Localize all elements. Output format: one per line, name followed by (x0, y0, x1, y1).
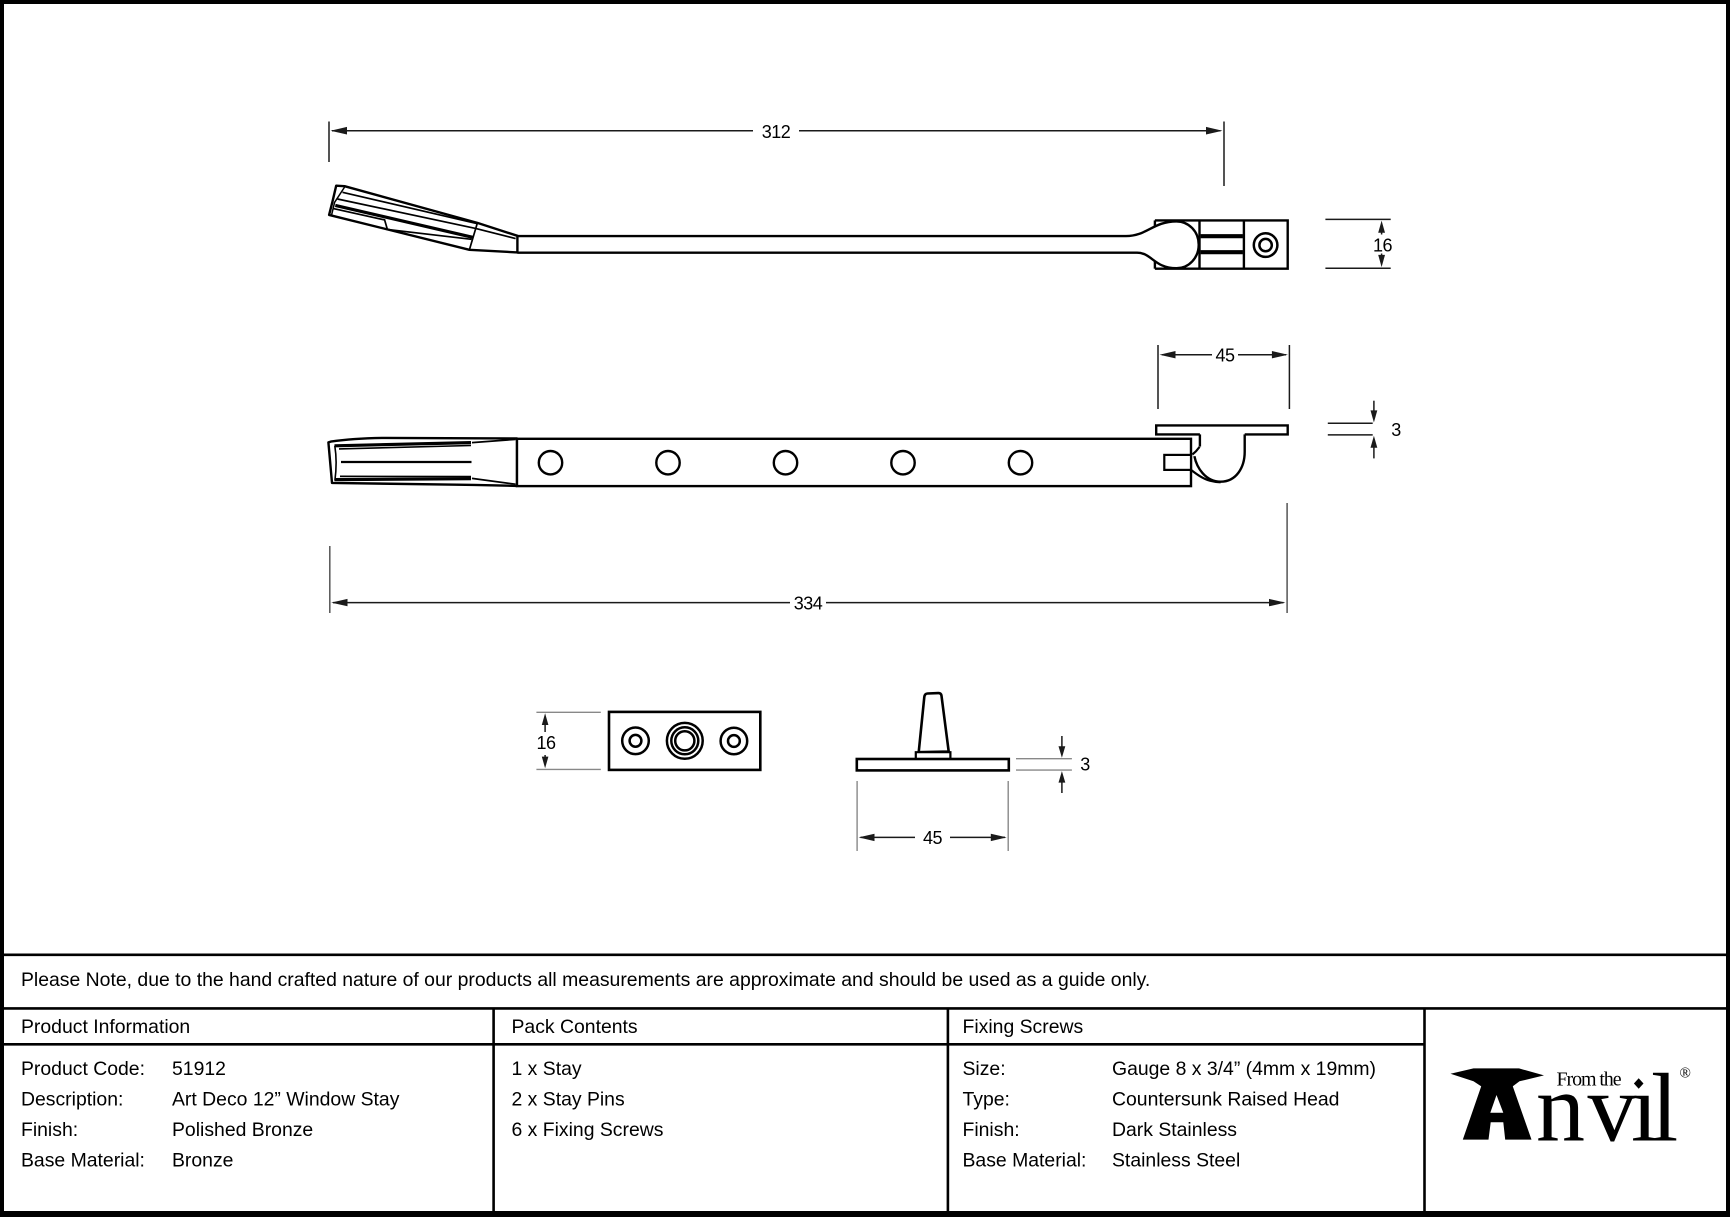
svg-text:Description:: Description: (21, 1088, 123, 1110)
svg-text:Base Material:: Base Material: (21, 1149, 145, 1171)
svg-text:Art Deco 12” Window Stay: Art Deco 12” Window Stay (172, 1088, 400, 1110)
svg-text:312: 312 (762, 122, 791, 142)
svg-text:l: l (1651, 1055, 1678, 1163)
svg-text:n: n (1536, 1055, 1585, 1163)
svg-text:16: 16 (536, 733, 556, 753)
svg-text:45: 45 (1215, 346, 1235, 366)
svg-text:Countersunk Raised Head: Countersunk Raised Head (1112, 1088, 1339, 1110)
svg-text:3: 3 (1391, 420, 1401, 440)
svg-text:334: 334 (794, 593, 823, 613)
svg-text:ı: ı (1631, 1055, 1658, 1163)
svg-text:51912: 51912 (172, 1058, 226, 1080)
svg-text:Fixing Screws: Fixing Screws (963, 1016, 1084, 1038)
svg-text:Product Information: Product Information (21, 1016, 190, 1038)
svg-text:Finish:: Finish: (963, 1119, 1020, 1141)
svg-text:Stainless Steel: Stainless Steel (1112, 1149, 1240, 1171)
svg-text:Product Code:: Product Code: (21, 1058, 145, 1080)
svg-text:Pack Contents: Pack Contents (512, 1016, 638, 1038)
svg-text:Base Material:: Base Material: (963, 1149, 1087, 1171)
svg-text:2 x Stay Pins: 2 x Stay Pins (512, 1088, 625, 1110)
svg-text:3: 3 (1080, 754, 1090, 774)
svg-text:Polished Bronze: Polished Bronze (172, 1119, 313, 1141)
svg-text:Type:: Type: (963, 1088, 1010, 1110)
svg-text:Finish:: Finish: (21, 1119, 78, 1141)
svg-text:1 x Stay: 1 x Stay (512, 1058, 582, 1080)
svg-text:v: v (1588, 1055, 1637, 1163)
svg-text:6 x Fixing Screws: 6 x Fixing Screws (512, 1119, 664, 1141)
svg-text:From the: From the (1557, 1069, 1622, 1091)
svg-text:Gauge 8 x 3/4” (4mm x 19mm): Gauge 8 x 3/4” (4mm x 19mm) (1112, 1058, 1376, 1080)
svg-text:45: 45 (923, 828, 943, 848)
svg-text:16: 16 (1373, 235, 1393, 255)
svg-text:®: ® (1680, 1066, 1691, 1082)
svg-text:Dark Stainless: Dark Stainless (1112, 1119, 1237, 1141)
svg-text:Bronze: Bronze (172, 1149, 233, 1171)
svg-text:Please Note, due to the hand c: Please Note, due to the hand crafted nat… (21, 969, 1150, 991)
svg-text:Size:: Size: (963, 1058, 1006, 1080)
